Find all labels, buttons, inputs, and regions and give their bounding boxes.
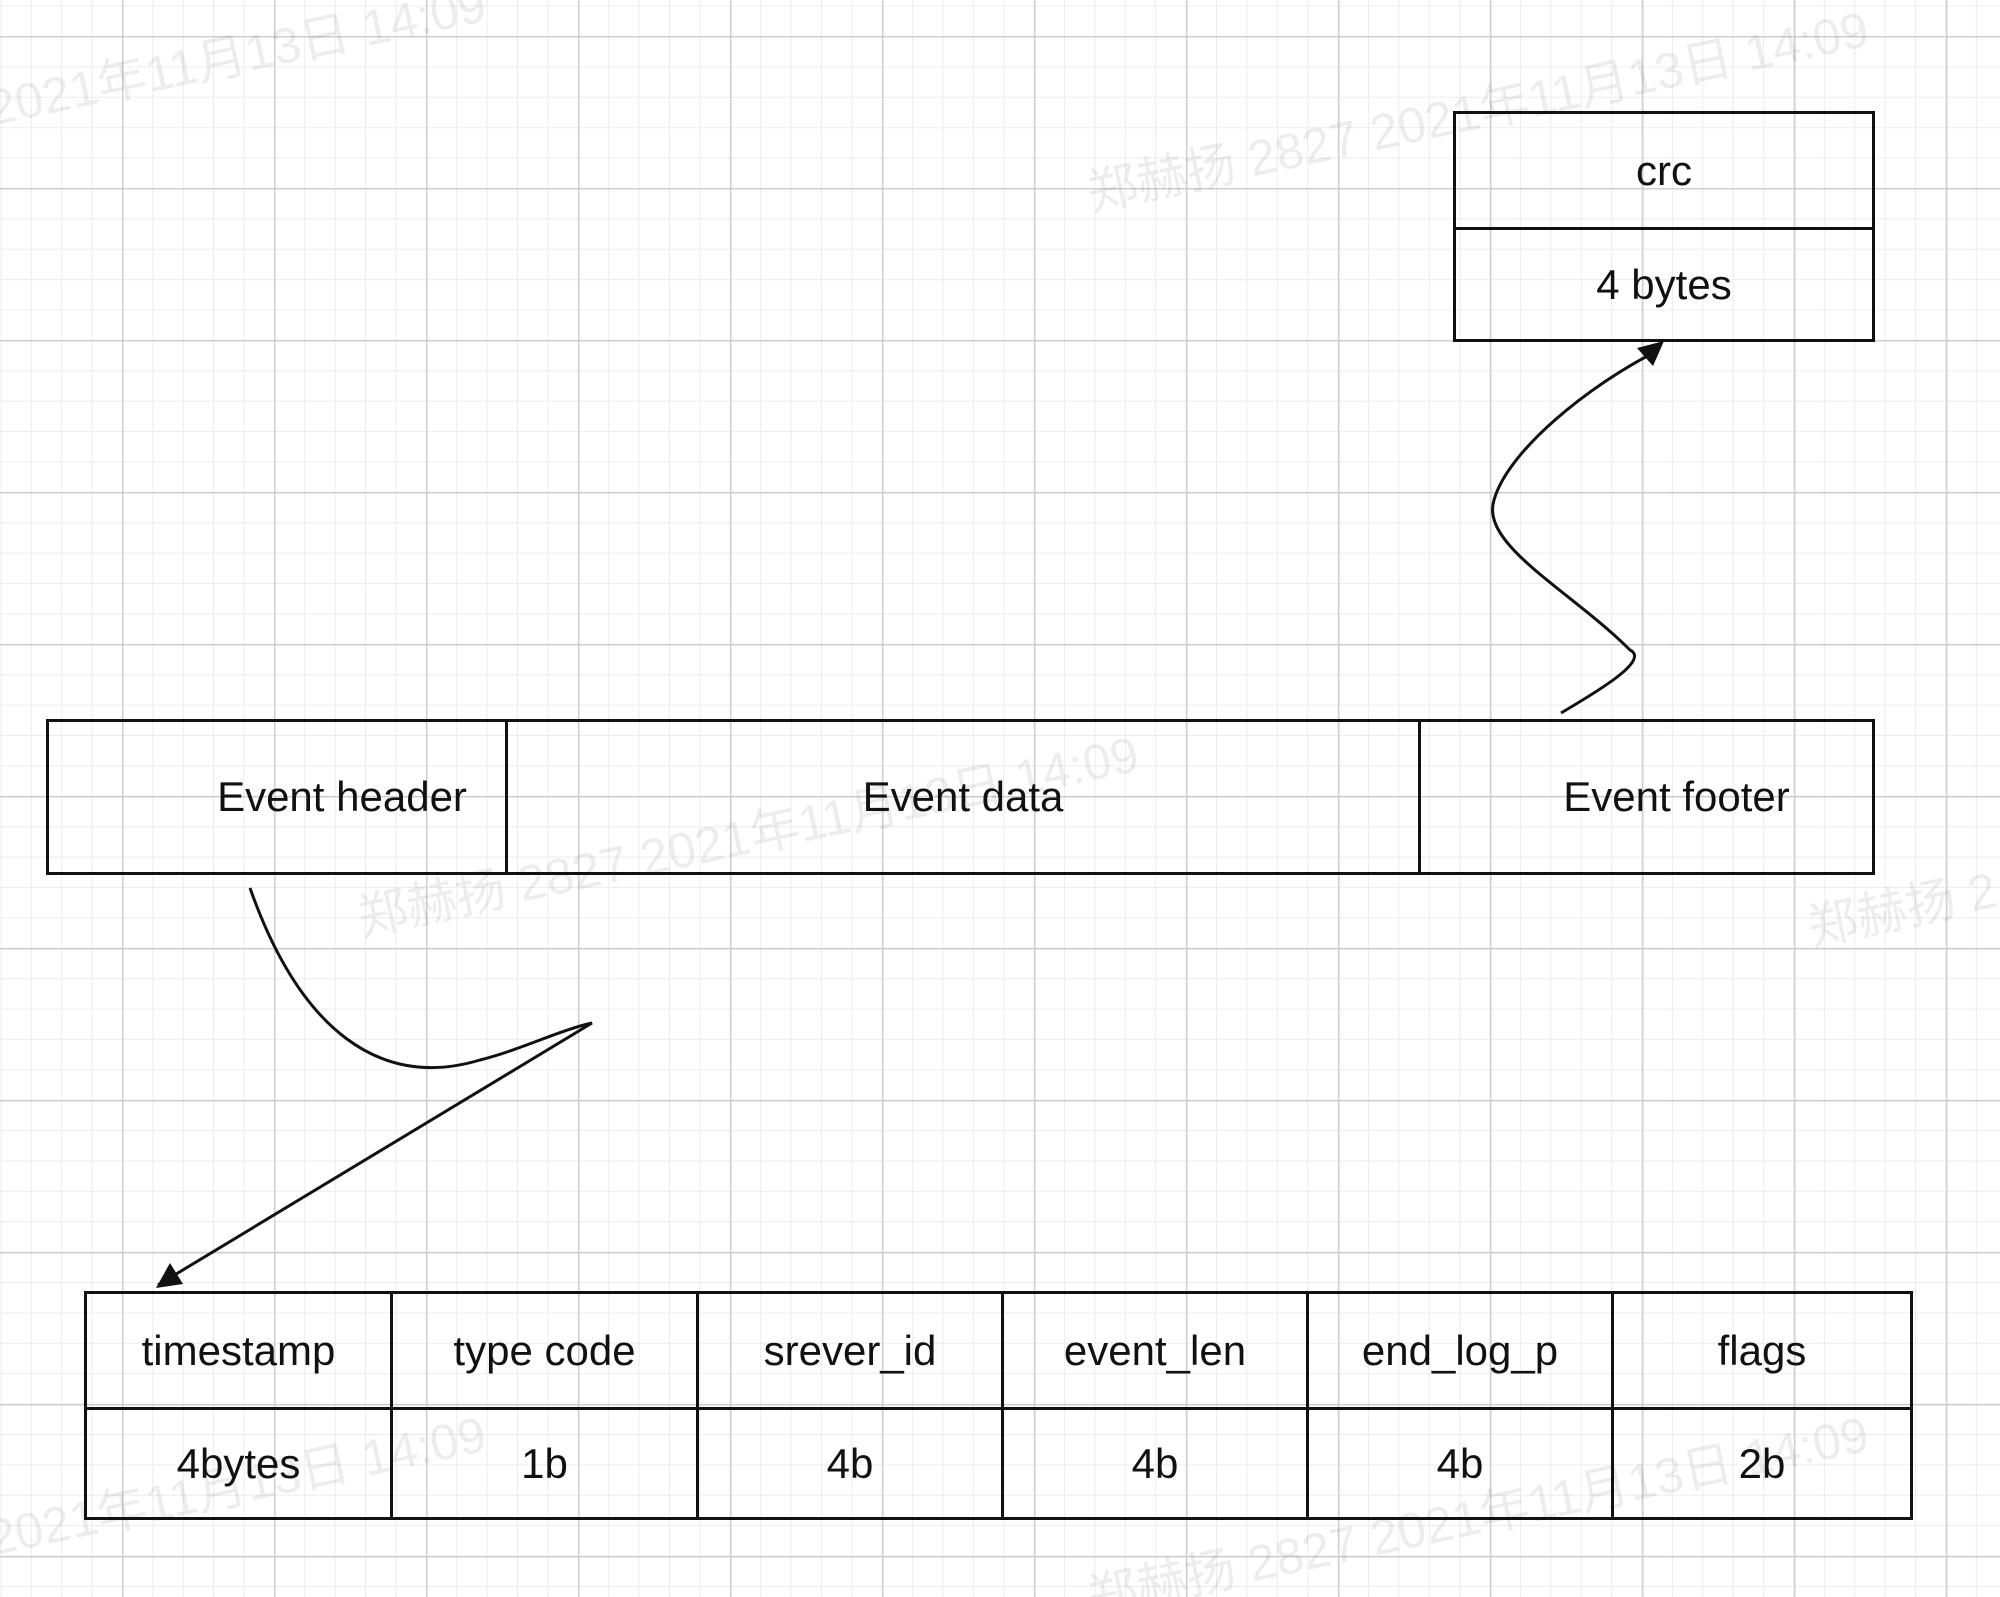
field-name-cell: event_len [1004, 1294, 1306, 1407]
header-fields-table[interactable]: timestamp 4bytes type code 1b srever_id … [84, 1291, 1913, 1520]
field-size-cell: 4b [1309, 1410, 1611, 1517]
crc-size-cell: 4 bytes [1456, 230, 1872, 339]
field-size: 4b [1436, 1439, 1484, 1487]
event-data-cell[interactable]: Event data [508, 722, 1418, 872]
event-data-label: Event data [862, 773, 1064, 820]
crc-name: crc [1636, 146, 1692, 194]
field-name: event_len [1063, 1326, 1247, 1374]
field-size-cell: 4b [699, 1410, 1001, 1517]
field-name: end_log_p [1361, 1326, 1559, 1374]
field-name: timestamp [141, 1326, 336, 1374]
field-size: 1b [521, 1439, 568, 1487]
field-name: type code [453, 1326, 636, 1374]
crc-size: 4 bytes [1596, 260, 1732, 308]
table-col-divider [390, 1294, 393, 1517]
field-name-cell: srever_id [699, 1294, 1001, 1407]
field-name-cell: timestamp [87, 1294, 390, 1407]
field-size-cell: 4b [1004, 1410, 1306, 1517]
footer-to-crc-connector [1491, 350, 1656, 715]
field-name-cell: end_log_p [1309, 1294, 1611, 1407]
field-size: 4b [1131, 1439, 1179, 1487]
event-header-label: Event header [217, 773, 467, 820]
field-size: 2b [1738, 1439, 1786, 1487]
field-size: 4bytes [176, 1439, 301, 1487]
table-col-divider [1001, 1294, 1004, 1517]
event-footer-cell[interactable]: Event footer [1421, 722, 1872, 872]
arrowhead-icon [156, 1263, 183, 1288]
field-size-cell: 1b [393, 1410, 696, 1517]
table-col-divider [1306, 1294, 1309, 1517]
table-col-divider [1611, 1294, 1614, 1517]
event-divider [505, 722, 508, 872]
field-name-cell: type code [393, 1294, 696, 1407]
crc-divider [1456, 227, 1872, 230]
field-size-cell: 2b [1614, 1410, 1910, 1517]
header-to-fields-connector [157, 887, 593, 1287]
field-name: srever_id [763, 1326, 937, 1374]
field-size: 4b [826, 1439, 874, 1487]
crc-box[interactable]: crc 4 bytes [1453, 111, 1875, 342]
field-name: flags [1717, 1326, 1807, 1374]
table-col-divider [696, 1294, 699, 1517]
table-row-divider [87, 1407, 1910, 1410]
field-name-cell: flags [1614, 1294, 1910, 1407]
crc-name-cell: crc [1456, 114, 1872, 227]
event-structure[interactable]: Event header Event data Event footer [46, 719, 1875, 875]
arrowhead-icon [1637, 341, 1664, 366]
event-header-cell[interactable]: Event header [49, 722, 505, 872]
event-footer-label: Event footer [1563, 773, 1790, 820]
field-size-cell: 4bytes [87, 1410, 390, 1517]
event-divider [1418, 722, 1421, 872]
